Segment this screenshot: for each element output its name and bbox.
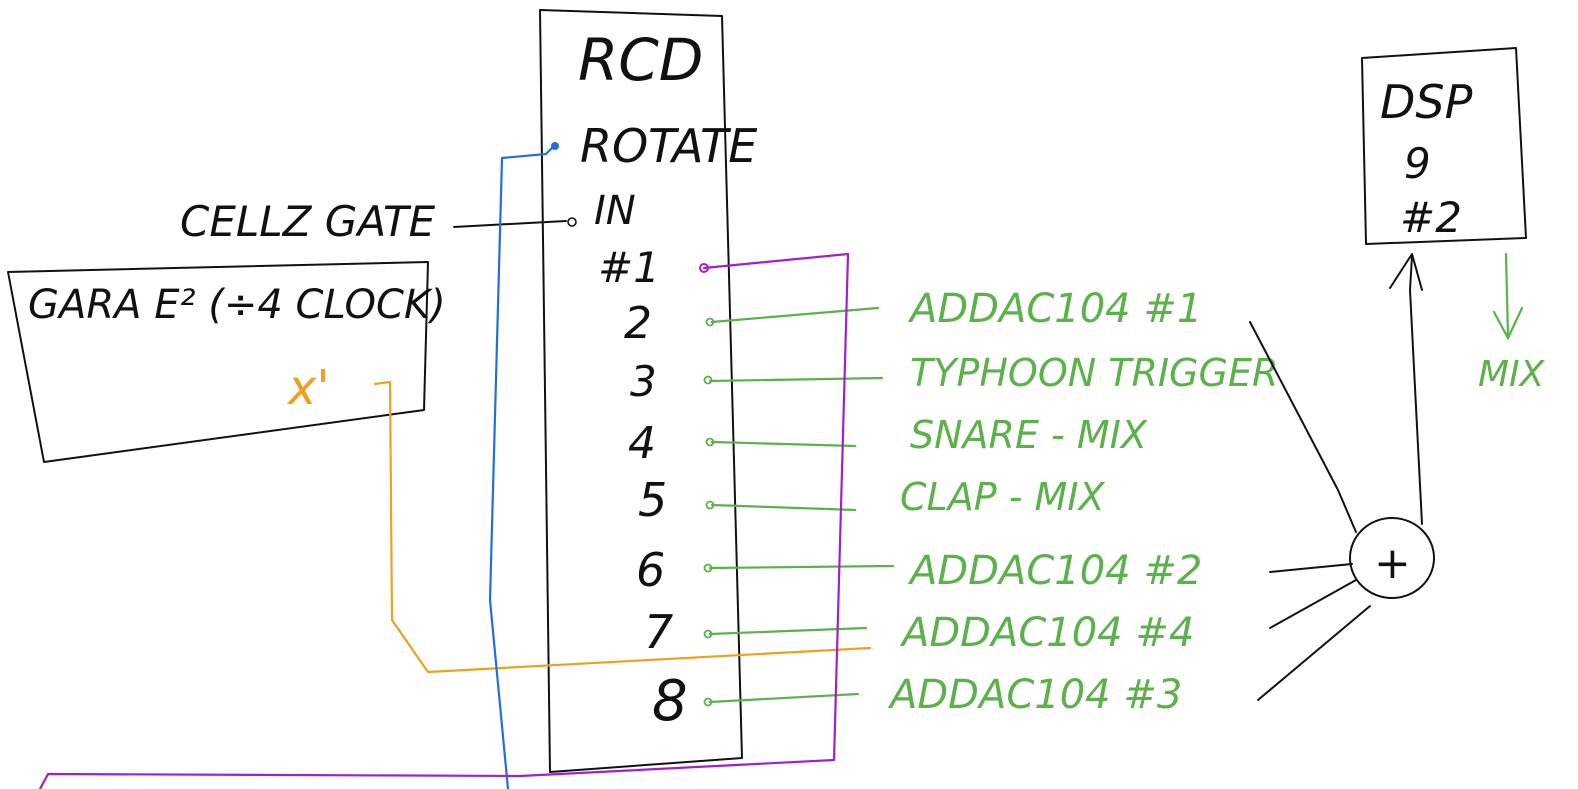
output-1-cable (38, 252, 850, 789)
dsp-channel: #2 (1400, 193, 1462, 242)
dsp-module-box (1361, 47, 1527, 245)
rcd-rotate-label: ROTATE (580, 119, 757, 173)
destination-snare-mix: SNARE - MIX (910, 413, 1148, 457)
in-jack (567, 217, 577, 227)
cable-output-8 (708, 692, 860, 704)
clock-output-label: x' (286, 360, 330, 416)
mixer-input-addac104-4 (1269, 579, 1357, 629)
mixer-symbol: + (1374, 538, 1411, 589)
output-label-7: 7 (644, 605, 673, 659)
destination-addac104-2: ADDAC104 #2 (907, 548, 1202, 594)
cable-output-5 (710, 503, 857, 512)
destination-clap-mix: CLAP - MIX (900, 475, 1105, 519)
cable-output-6 (708, 564, 895, 570)
dsp-number: 9 (1404, 139, 1431, 188)
mixer-input-addac104-3 (1257, 605, 1371, 701)
gate-source-label: CELLZ GATE (180, 197, 436, 246)
cable-output-4 (710, 440, 857, 448)
rcd-module-box (539, 9, 743, 773)
rcd-outputs: #1 2 3 4 5 6 7 8 (598, 243, 688, 734)
output-label-1: #1 (598, 243, 660, 292)
destination-typhoon-trigger: TYPHOON TRIGGER (910, 351, 1278, 395)
output-label-3: 3 (630, 357, 657, 406)
output-label-6: 6 (636, 543, 665, 597)
clock-module-label: GARA E² (÷4 CLOCK) (28, 282, 446, 328)
cable-output-7 (708, 626, 868, 636)
destination-addac104-4: ADDAC104 #4 (899, 610, 1194, 656)
dsp-input-arrow (1389, 253, 1423, 525)
rcd-in-label: IN (594, 188, 636, 234)
output-label-5: 5 (638, 473, 667, 527)
rcd-title: RCD (578, 26, 703, 94)
cable-output-2 (710, 306, 880, 324)
mixer-circle (1349, 517, 1435, 599)
cable-output-3 (708, 376, 884, 383)
dsp-label: DSP (1380, 75, 1473, 129)
output-label-8: 8 (652, 669, 688, 734)
mixer-input-addac104-2 (1269, 563, 1353, 573)
mix-arrow (1492, 252, 1524, 341)
mixer-input-addac104-1 (1249, 321, 1357, 533)
clock-module-box (7, 261, 429, 463)
mix-label: MIX (1478, 354, 1546, 395)
output-label-2: 2 (624, 298, 652, 349)
destinations: ADDAC104 #1 TYPHOON TRIGGER SNARE - MIX … (887, 286, 1278, 718)
destination-addac104-1: ADDAC104 #1 (907, 286, 1202, 332)
destination-addac104-3: ADDAC104 #3 (887, 672, 1182, 718)
gate-cable (453, 220, 567, 228)
clock-cable (373, 380, 872, 674)
rotate-cable (488, 144, 556, 789)
output-label-4: 4 (628, 418, 656, 469)
